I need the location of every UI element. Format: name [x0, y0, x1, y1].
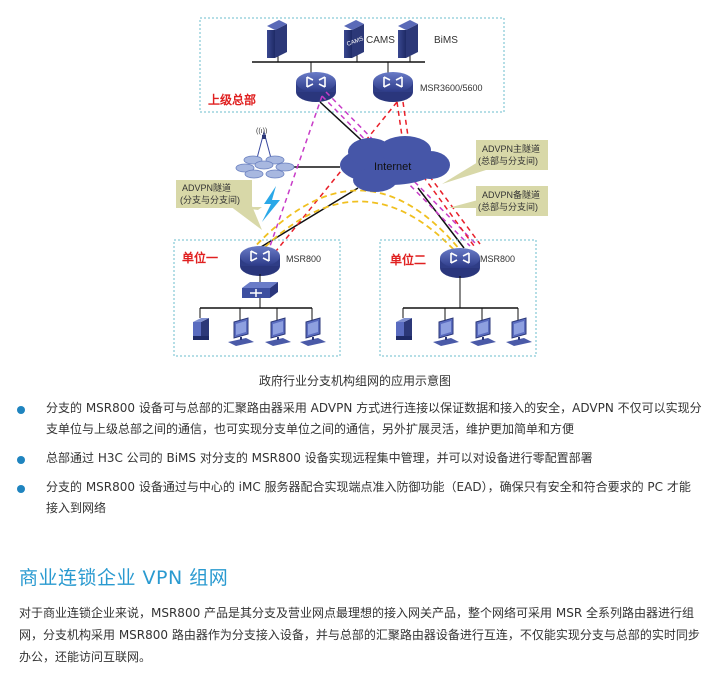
cams-badge: CAMS — [346, 36, 364, 48]
unit2-label: 单位二 — [390, 252, 426, 267]
unit1-switch-icon — [242, 282, 278, 298]
unit2-box — [379, 239, 537, 357]
unit2-pc-icon — [505, 317, 533, 347]
bullet-dot-icon — [17, 406, 25, 414]
callout-branch-tunnel: ADVPN隧道 (分支与分支间) — [176, 180, 262, 230]
hq-router-1-icon — [295, 71, 337, 103]
unit2-router-icon — [439, 247, 481, 279]
hq-box — [199, 17, 505, 113]
unit2-pc-icon — [432, 317, 460, 347]
callout-backup-line1: ADVPN备隧道 — [482, 189, 540, 200]
wireless-base-station-icon: ((ı)) — [235, 128, 295, 179]
callout-backup-tunnel: ADVPN备隧道 (总部与分支间) — [448, 186, 548, 216]
cloud-label: Internet — [374, 161, 411, 173]
hq-router-2-icon — [372, 71, 414, 103]
hq-router-model: MSR3600/5600 — [420, 83, 483, 93]
svg-text:((ı)): ((ı)) — [256, 128, 267, 135]
unit2-server-icon — [396, 318, 412, 340]
bullet-item: 分支的 MSR800 设备可与总部的汇聚路由器采用 ADVPN 方式进行连接以保… — [0, 398, 710, 440]
bullet-item: 总部通过 H3C 公司的 BiMS 对分支的 MSR800 设备实现远程集中管理… — [0, 448, 710, 469]
bullet-dot-icon — [17, 485, 25, 493]
unit1-server-icon — [193, 318, 209, 340]
bims-server-icon — [398, 20, 418, 58]
unit1-label: 单位一 — [182, 250, 218, 265]
unit2-router-model: MSR800 — [480, 254, 515, 264]
unit2-pc-icon — [469, 317, 497, 347]
server-icon — [267, 20, 287, 58]
callout-branch-line2: (分支与分支间) — [180, 194, 240, 205]
callout-main-line2: (总部与分支间) — [478, 155, 538, 166]
unit1-router-model: MSR800 — [286, 254, 321, 264]
callout-backup-line2: (总部与分支间) — [478, 201, 538, 212]
callout-main-line1: ADVPN主隧道 — [482, 143, 540, 154]
bullet-item: 分支的 MSR800 设备通过与中心的 iMC 服务器配合实现端点准入防御功能（… — [0, 477, 710, 519]
unit1-router-icon — [239, 245, 281, 277]
lightning-bolt-icon — [262, 186, 280, 222]
hq-label: 上级总部 — [208, 92, 256, 107]
server-label-bims: BiMS — [434, 35, 458, 46]
internet-cloud-icon — [340, 136, 450, 192]
unit1-pc-icon — [264, 317, 292, 347]
bullet-list: 分支的 MSR800 设备可与总部的汇聚路由器采用 ADVPN 方式进行连接以保… — [0, 398, 710, 527]
section-title: 商业连锁企业 VPN 组网 — [19, 567, 229, 589]
bullet-text: 分支的 MSR800 设备通过与中心的 iMC 服务器配合实现端点准入防御功能（… — [46, 480, 691, 515]
bullet-text: 总部通过 H3C 公司的 BiMS 对分支的 MSR800 设备实现远程集中管理… — [46, 451, 593, 465]
bullet-dot-icon — [17, 456, 25, 464]
figure-caption: 政府行业分支机构组网的应用示意图 — [258, 374, 451, 388]
callout-branch-line1: ADVPN隧道 — [182, 182, 231, 193]
section-paragraph: 对于商业连锁企业来说，MSR800 产品是其分支及营业网点最理想的接入网关产品，… — [19, 606, 700, 664]
server-label-cams: CAMS — [366, 35, 395, 46]
network-diagram: CAMS CAMS BiMS MSR3600/5600 上级总部 Interne… — [173, 17, 548, 357]
unit1-box — [173, 239, 341, 357]
unit1-pc-icon — [227, 317, 255, 347]
unit1-pc-icon — [299, 317, 327, 347]
bullet-text: 分支的 MSR800 设备可与总部的汇聚路由器采用 ADVPN 方式进行连接以保… — [46, 401, 702, 436]
callout-main-tunnel: ADVPN主隧道 (总部与分支间) — [442, 140, 548, 184]
